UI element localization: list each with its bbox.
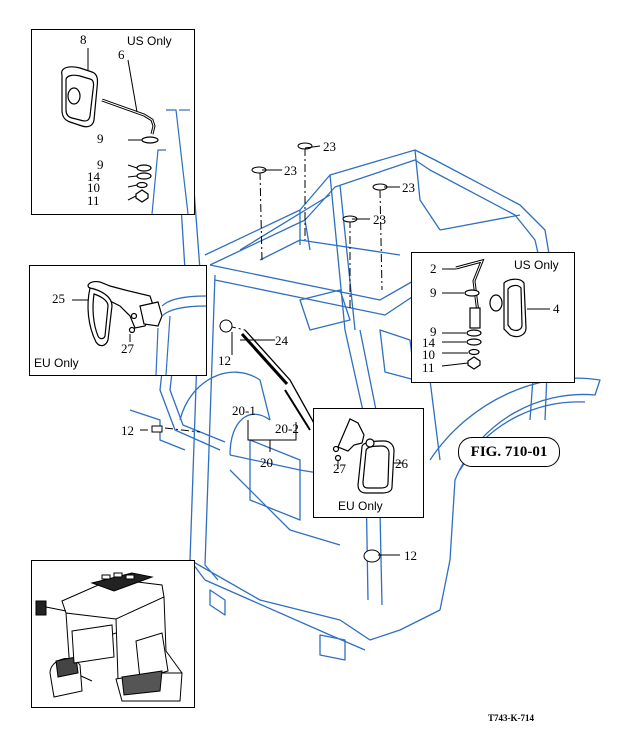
callout-10b: 10 xyxy=(422,347,435,362)
figure-title: FIG. 710-01 xyxy=(458,437,560,467)
drawing-code: T743-K-714 xyxy=(488,713,534,723)
callout-12a: 12 xyxy=(218,353,231,368)
callout-20-1: 20-1 xyxy=(232,403,256,418)
callout-24: 24 xyxy=(275,333,288,348)
inset-eu-mirror-left xyxy=(29,265,207,376)
callout-8: 8 xyxy=(80,32,87,47)
callout-25: 25 xyxy=(52,291,65,306)
eu-mirror-left-drawing xyxy=(72,281,206,375)
note-eu-only-center: EU Only xyxy=(338,499,383,513)
eu-mirror-center-drawing xyxy=(332,418,402,494)
callout-9a: 9 xyxy=(97,131,104,146)
callout-23a: 23 xyxy=(323,139,336,154)
callout-4: 4 xyxy=(553,301,560,316)
callout-9c: 9 xyxy=(430,285,437,300)
callout-26: 26 xyxy=(395,456,408,471)
callout-6: 6 xyxy=(118,47,125,62)
inset-us-mirror-top xyxy=(31,29,195,215)
callout-14a: 14 xyxy=(87,169,100,184)
callout-12b: 12 xyxy=(121,423,134,438)
callout-10a: 10 xyxy=(87,180,100,195)
note-eu-only-left: EU Only xyxy=(34,356,79,370)
inset-tractor-overview xyxy=(31,560,195,708)
callout-11a: 11 xyxy=(87,193,100,208)
inset-us-mirror-right xyxy=(411,252,575,383)
callout-20: 20 xyxy=(260,455,273,470)
callout-14b: 14 xyxy=(422,335,435,350)
callout-23d: 23 xyxy=(373,212,386,227)
callout-27a: 27 xyxy=(121,341,134,356)
us-mirror-top-drawing xyxy=(61,48,190,214)
callout-9b: 9 xyxy=(97,157,104,172)
callout-12c: 12 xyxy=(404,548,417,563)
callout-11b: 11 xyxy=(422,360,435,375)
callout-23b: 23 xyxy=(284,163,297,178)
us-mirror-right-drawing xyxy=(441,258,550,370)
callout-2: 2 xyxy=(430,261,437,276)
callout-27b: 27 xyxy=(333,461,346,476)
note-us-only-right: US Only xyxy=(514,258,559,272)
inset-eu-mirror-center xyxy=(313,408,424,518)
note-us-only-top: US Only xyxy=(127,34,172,48)
callout-20-2: 20-2 xyxy=(275,421,299,436)
callout-9d: 9 xyxy=(430,324,437,339)
tractor-overview-drawing xyxy=(35,572,183,702)
callout-23c: 23 xyxy=(402,180,415,195)
